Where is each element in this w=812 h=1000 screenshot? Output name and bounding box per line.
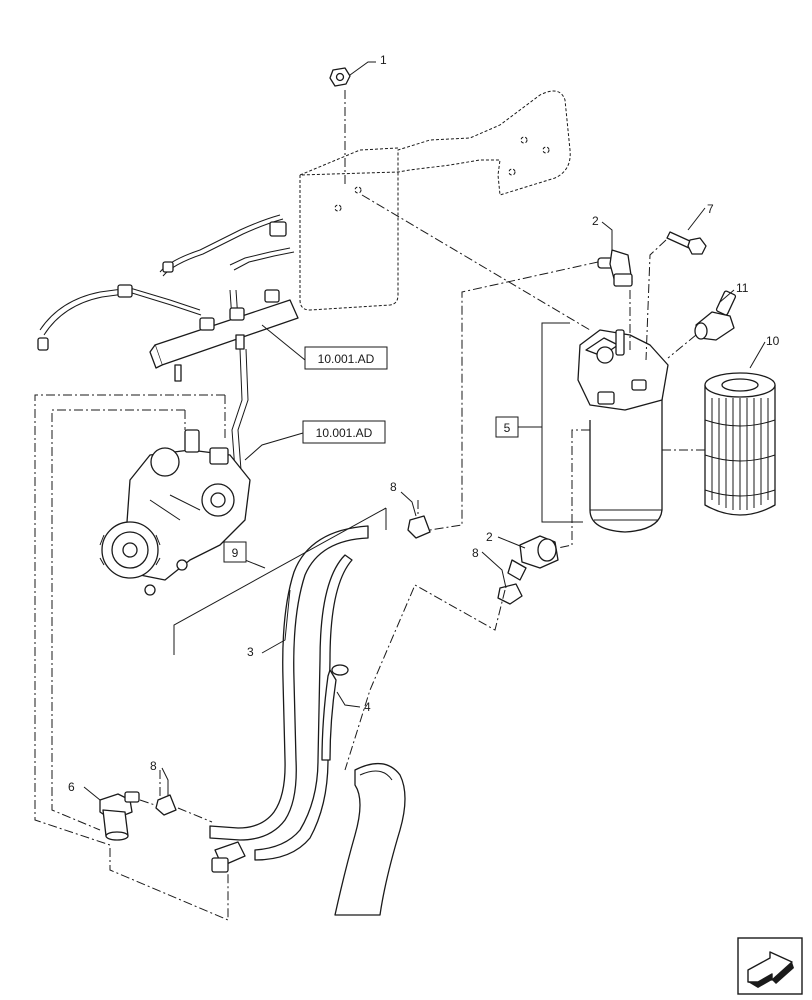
filter-element-item-10: [704, 372, 776, 516]
bolt-item-7: [666, 231, 707, 255]
elbow-fitting-item-2-top: [597, 249, 633, 287]
fuel-hose-item-4: [321, 664, 406, 916]
callout-10[interactable]: 10: [766, 334, 780, 348]
navigation-arrow-icon[interactable]: [737, 937, 803, 995]
leader-lines: [83, 61, 766, 801]
clamp-item-8-top: [407, 515, 431, 539]
callout-7[interactable]: 7: [707, 202, 714, 216]
callout-11[interactable]: 11: [736, 281, 749, 295]
fuel-rail-assembly: [37, 214, 299, 471]
elbow-fitting-item-6: [99, 791, 140, 841]
callout-6[interactable]: 6: [68, 780, 75, 794]
clamp-item-8-middle: [497, 583, 523, 605]
callout-2-top[interactable]: 2: [592, 214, 599, 228]
callout-box-item-5[interactable]: 5: [495, 416, 519, 438]
reference-box-pump[interactable]: 10.001.AD: [302, 420, 386, 444]
callout-box-item-9[interactable]: 9: [223, 541, 247, 563]
fuel-filter-assembly: [577, 329, 669, 533]
nut-item-1: [329, 67, 351, 87]
callout-8-top[interactable]: 8: [390, 480, 397, 494]
callout-3[interactable]: 3: [247, 645, 254, 659]
fuel-hose-item-3: [209, 525, 369, 873]
reference-box-rail[interactable]: 10.001.AD: [304, 346, 388, 370]
reference-label-rail: 10.001.AD: [318, 352, 375, 366]
callout-9: 9: [232, 546, 239, 560]
callout-8-filter[interactable]: 8: [472, 546, 479, 560]
reference-label-pump: 10.001.AD: [316, 426, 373, 440]
callout-5: 5: [504, 421, 511, 435]
group-bracket-item-5: [518, 322, 583, 523]
callout-8-bottom[interactable]: 8: [150, 759, 157, 773]
fitting-item-2-bottom: [507, 535, 559, 581]
high-pressure-pump: [99, 429, 251, 596]
callout-4[interactable]: 4: [364, 700, 371, 714]
mounting-bracket: [299, 90, 571, 311]
callout-2-bottom[interactable]: 2: [486, 530, 493, 544]
sensor-item-11: [694, 290, 737, 341]
flow-lines: [34, 90, 705, 921]
clamp-item-8-bottom: [155, 794, 177, 816]
callout-1[interactable]: 1: [380, 53, 387, 67]
